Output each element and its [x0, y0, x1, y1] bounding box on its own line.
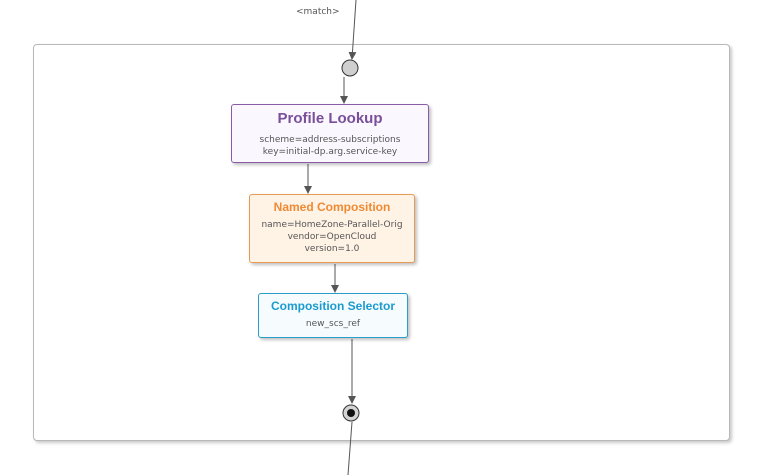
- composition-selector-title: Composition Selector: [270, 299, 395, 313]
- match-label: <match>: [296, 7, 340, 17]
- entry-wire: [348, 0, 357, 60]
- named-composition-vendor: vendor=OpenCloud: [287, 232, 377, 242]
- exit-wire: [347, 421, 353, 475]
- profile-lookup-scheme: scheme=address-subscriptions: [259, 135, 401, 145]
- named-composition-name: name=HomeZone-Parallel-Orig: [261, 220, 403, 230]
- composition-selector-ref: new_scs_ref: [305, 319, 361, 329]
- start-node-icon: [341, 59, 359, 77]
- named-composition-version: version=1.0: [304, 244, 360, 254]
- profile-lookup-key: key=initial-dp.arg.service-key: [262, 147, 398, 157]
- end-node-dot-icon: [347, 409, 355, 417]
- profile-lookup-node[interactable]: Profile Lookup scheme=address-subscripti…: [231, 104, 429, 163]
- profile-lookup-title: Profile Lookup: [277, 110, 383, 127]
- composition-selector-node[interactable]: Composition Selector new_scs_ref: [258, 293, 408, 338]
- named-composition-title: Named Composition: [273, 200, 391, 214]
- named-composition-node[interactable]: Named Composition name=HomeZone-Parallel…: [249, 194, 415, 263]
